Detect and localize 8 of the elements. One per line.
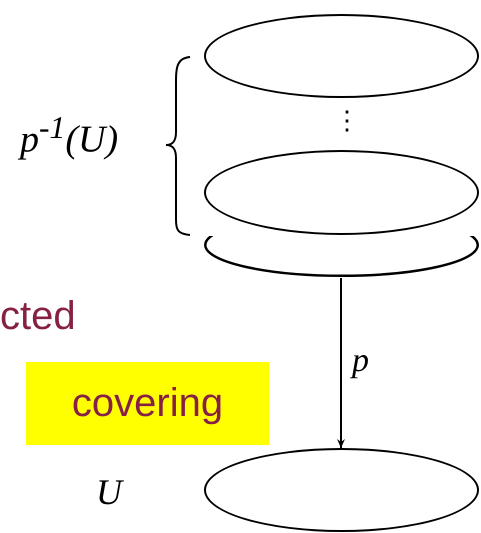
highlight-box <box>26 362 269 445</box>
math-label: ⋮ <box>334 108 360 134</box>
arrow <box>337 278 345 448</box>
math-label: p$^{-1}$(U) <box>20 112 118 159</box>
text-label: cted <box>0 296 76 336</box>
edge-label: p <box>352 344 369 378</box>
math-label: U <box>96 474 122 510</box>
highlighted-word: covering <box>72 381 224 426</box>
